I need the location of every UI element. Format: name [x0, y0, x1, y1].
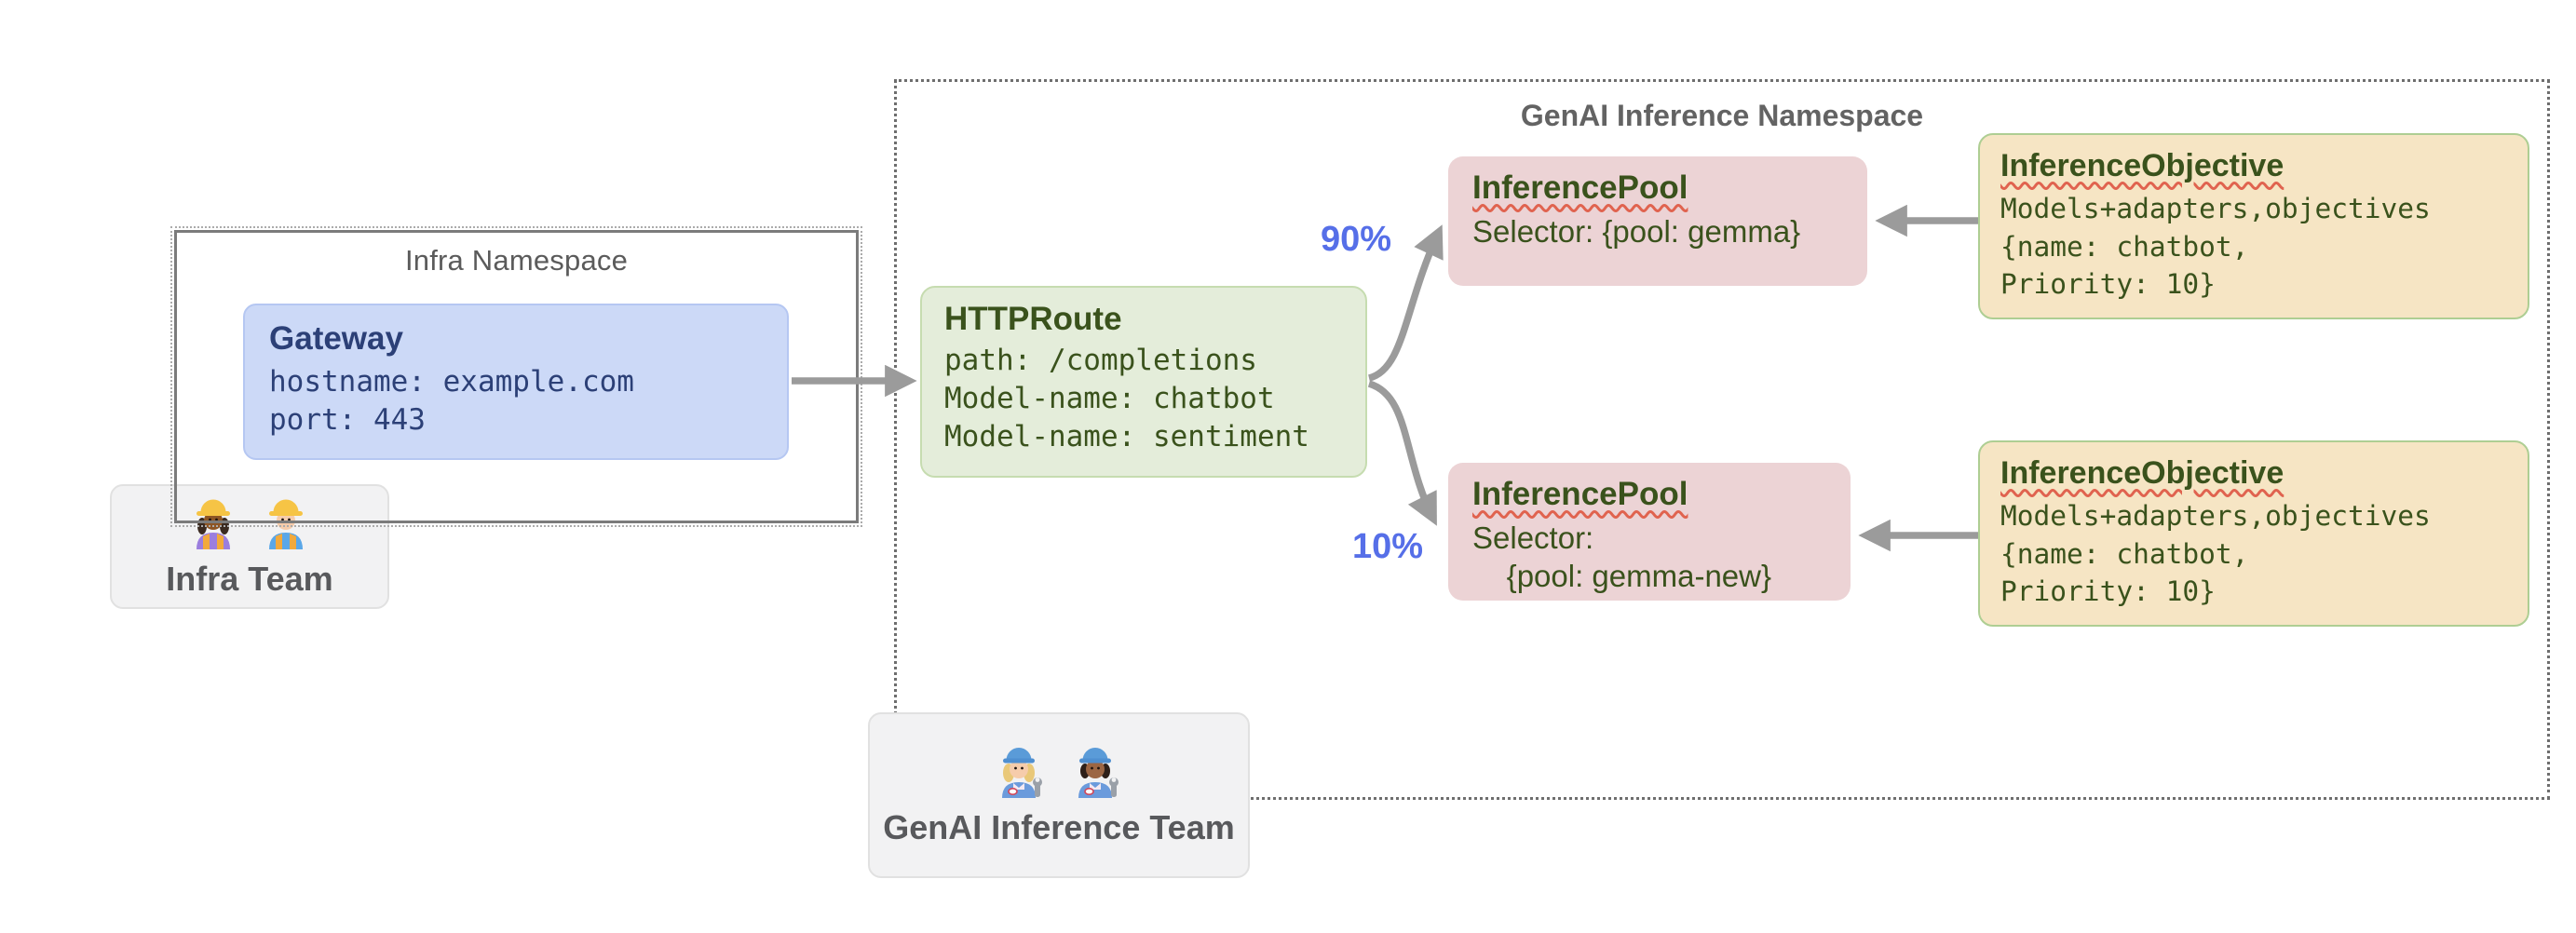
- inference-objective-top-box: InferenceObjective Models+adapters,objec…: [1978, 133, 2529, 319]
- gateway-hostname-line: hostname: example.com: [269, 365, 634, 399]
- inference-pool-gemma-new-selector-value: {pool: gemma-new}: [1472, 559, 1772, 594]
- inference-objective-bottom-title: InferenceObjective: [2000, 455, 2285, 491]
- genai-team-emoji-row: [995, 744, 1123, 803]
- infra-namespace-boundary: Infra Namespace: [170, 226, 862, 527]
- inference-pool-gemma-box: InferencePool Selector: {pool: gemma}: [1448, 156, 1867, 286]
- inference-pool-gemma-new-box: InferencePool Selector: {pool: gemma-new…: [1448, 463, 1851, 601]
- man-construction-worker-emoji: [262, 495, 310, 554]
- inference-pool-gemma-selector: Selector: {pool: gemma}: [1472, 214, 1801, 249]
- inference-objective-top-line-3: Priority: 10}: [2000, 268, 2216, 301]
- httproute-box: HTTPRoute path: /completions Model-name:…: [920, 286, 1367, 478]
- man-mechanic-emoji: [1071, 744, 1123, 803]
- gateway-port-line: port: 443: [269, 402, 426, 437]
- inference-objective-top-line-2: {name: chatbot,: [2000, 230, 2249, 263]
- infra-namespace-title: Infra Namespace: [404, 244, 629, 277]
- inference-objective-bottom-line-3: Priority: 10}: [2000, 575, 2216, 608]
- httproute-path-line: path: /completions: [944, 344, 1257, 377]
- inference-pool-gemma-new-title: InferencePool: [1472, 476, 1688, 512]
- traffic-weight-10: 10%: [1352, 527, 1424, 566]
- genai-inference-namespace-title: GenAI Inference Namespace: [1520, 99, 1924, 132]
- inference-objective-bottom-line-1: Models+adapters,objectives: [2000, 500, 2431, 532]
- genai-team-label: GenAI Inference Team: [883, 807, 1235, 846]
- inference-objective-top-title: InferenceObjective: [2000, 148, 2285, 183]
- httproute-title: HTTPRoute: [944, 301, 1122, 337]
- genai-inference-team-box: GenAI Inference Team: [868, 712, 1250, 878]
- inference-pool-gemma-title: InferencePool: [1472, 169, 1688, 206]
- woman-mechanic-emoji: [995, 744, 1047, 803]
- gateway-title: Gateway: [269, 320, 403, 357]
- traffic-weight-90: 90%: [1321, 220, 1392, 259]
- genai-inference-namespace-boundary: GenAI Inference Namespace: [894, 79, 2550, 800]
- inference-objective-bottom-line-2: {name: chatbot,: [2000, 537, 2249, 570]
- httproute-model-sentiment-line: Model-name: sentiment: [944, 419, 1309, 453]
- infra-team-label: Infra Team: [166, 559, 333, 598]
- gateway-box: Gateway hostname: example.com port: 443: [243, 304, 789, 460]
- infra-team-box: Infra Team: [110, 484, 389, 609]
- inference-objective-bottom-box: InferenceObjective Models+adapters,objec…: [1978, 440, 2529, 627]
- inference-objective-top-line-1: Models+adapters,objectives: [2000, 193, 2431, 224]
- inference-pool-gemma-new-selector: Selector:: [1472, 521, 1594, 555]
- httproute-model-chatbot-line: Model-name: chatbot: [944, 381, 1275, 415]
